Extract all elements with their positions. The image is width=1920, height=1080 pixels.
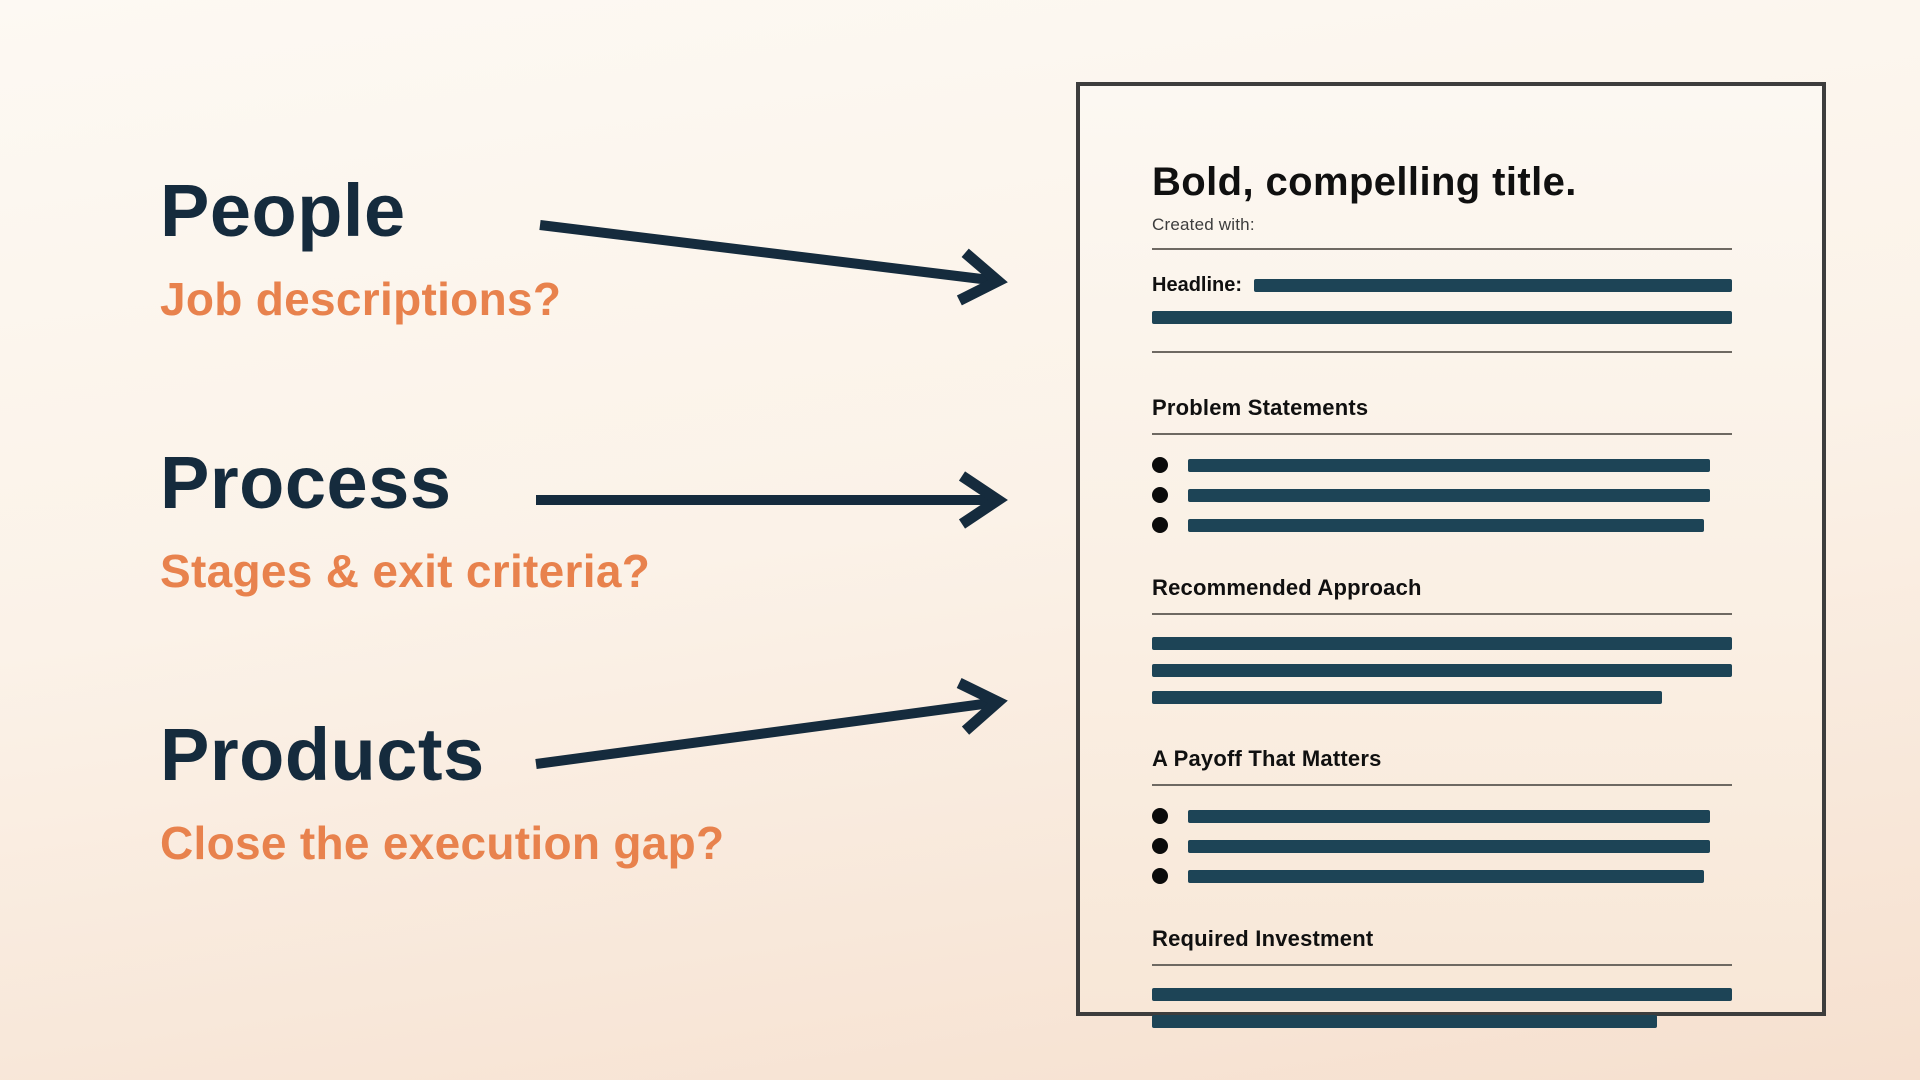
left-item-title: People — [160, 169, 406, 252]
redacted-text-bar — [1188, 518, 1705, 532]
redacted-text-bar — [1152, 691, 1663, 704]
arrow-people — [539, 220, 1008, 306]
redacted-text-bar — [1188, 458, 1710, 472]
redacted-text-bar — [1188, 839, 1710, 853]
bullet-dot-icon — [1152, 517, 1168, 533]
redacted-text-bar — [1188, 809, 1710, 823]
redacted-text-bar — [1152, 637, 1732, 650]
redacted-row — [1152, 637, 1732, 650]
section-heading: Required Investment — [1152, 926, 1374, 951]
redacted-row — [1152, 691, 1732, 704]
divider — [1152, 784, 1732, 786]
redacted-row — [1152, 664, 1732, 677]
redacted-text-bar — [1152, 1015, 1657, 1028]
divider — [1152, 248, 1732, 250]
section-2: A Payoff That Matters — [1152, 746, 1732, 884]
section-rows — [1152, 457, 1732, 533]
bullet-dot-icon — [1152, 838, 1168, 854]
bullet-dot-icon — [1152, 487, 1168, 503]
redacted-row — [1152, 808, 1732, 824]
divider — [1152, 351, 1732, 353]
redacted-row — [1152, 868, 1732, 884]
left-item-title: Products — [160, 713, 485, 796]
left-item-subtitle: Stages & exit criteria? — [160, 544, 651, 597]
redacted-row — [1152, 517, 1732, 533]
left-item-subtitle: Job descriptions? — [160, 272, 562, 325]
section-heading: A Payoff That Matters — [1152, 746, 1382, 771]
section-0: Problem Statements — [1152, 395, 1732, 533]
left-item-title: Process — [160, 441, 452, 524]
section-1: Recommended Approach — [1152, 575, 1732, 704]
section-heading: Recommended Approach — [1152, 575, 1422, 600]
divider — [1152, 964, 1732, 966]
bullet-dot-icon — [1152, 868, 1168, 884]
divider — [1152, 433, 1732, 435]
redacted-text-bar — [1254, 279, 1732, 292]
redacted-row — [1152, 988, 1732, 1001]
bullet-dot-icon — [1152, 457, 1168, 473]
section-heading: Problem Statements — [1152, 395, 1369, 420]
redacted-row — [1152, 487, 1732, 503]
redacted-row — [1152, 457, 1732, 473]
headline-row: Headline: — [1152, 274, 1732, 297]
section-rows — [1152, 808, 1732, 884]
redacted-text-bar — [1152, 988, 1732, 1001]
headline-label: Headline: — [1152, 274, 1243, 296]
section-rows — [1152, 637, 1732, 704]
section-3: Required Investment — [1152, 926, 1732, 1028]
document-mockup: Bold, compelling title. Created with: He… — [1076, 82, 1826, 1028]
created-with-label: Created with: — [1152, 215, 1255, 234]
redacted-text-bar — [1188, 488, 1710, 502]
redacted-text-bar — [1188, 869, 1705, 883]
redacted-text-bar — [1152, 664, 1732, 677]
redacted-row — [1152, 1015, 1732, 1028]
redacted-row — [1152, 838, 1732, 854]
left-item-subtitle: Close the execution gap? — [160, 816, 725, 869]
bullet-dot-icon — [1152, 808, 1168, 824]
document-title: Bold, compelling title. — [1152, 160, 1577, 204]
divider — [1152, 613, 1732, 615]
section-rows — [1152, 988, 1732, 1028]
redacted-text-bar — [1152, 311, 1732, 324]
